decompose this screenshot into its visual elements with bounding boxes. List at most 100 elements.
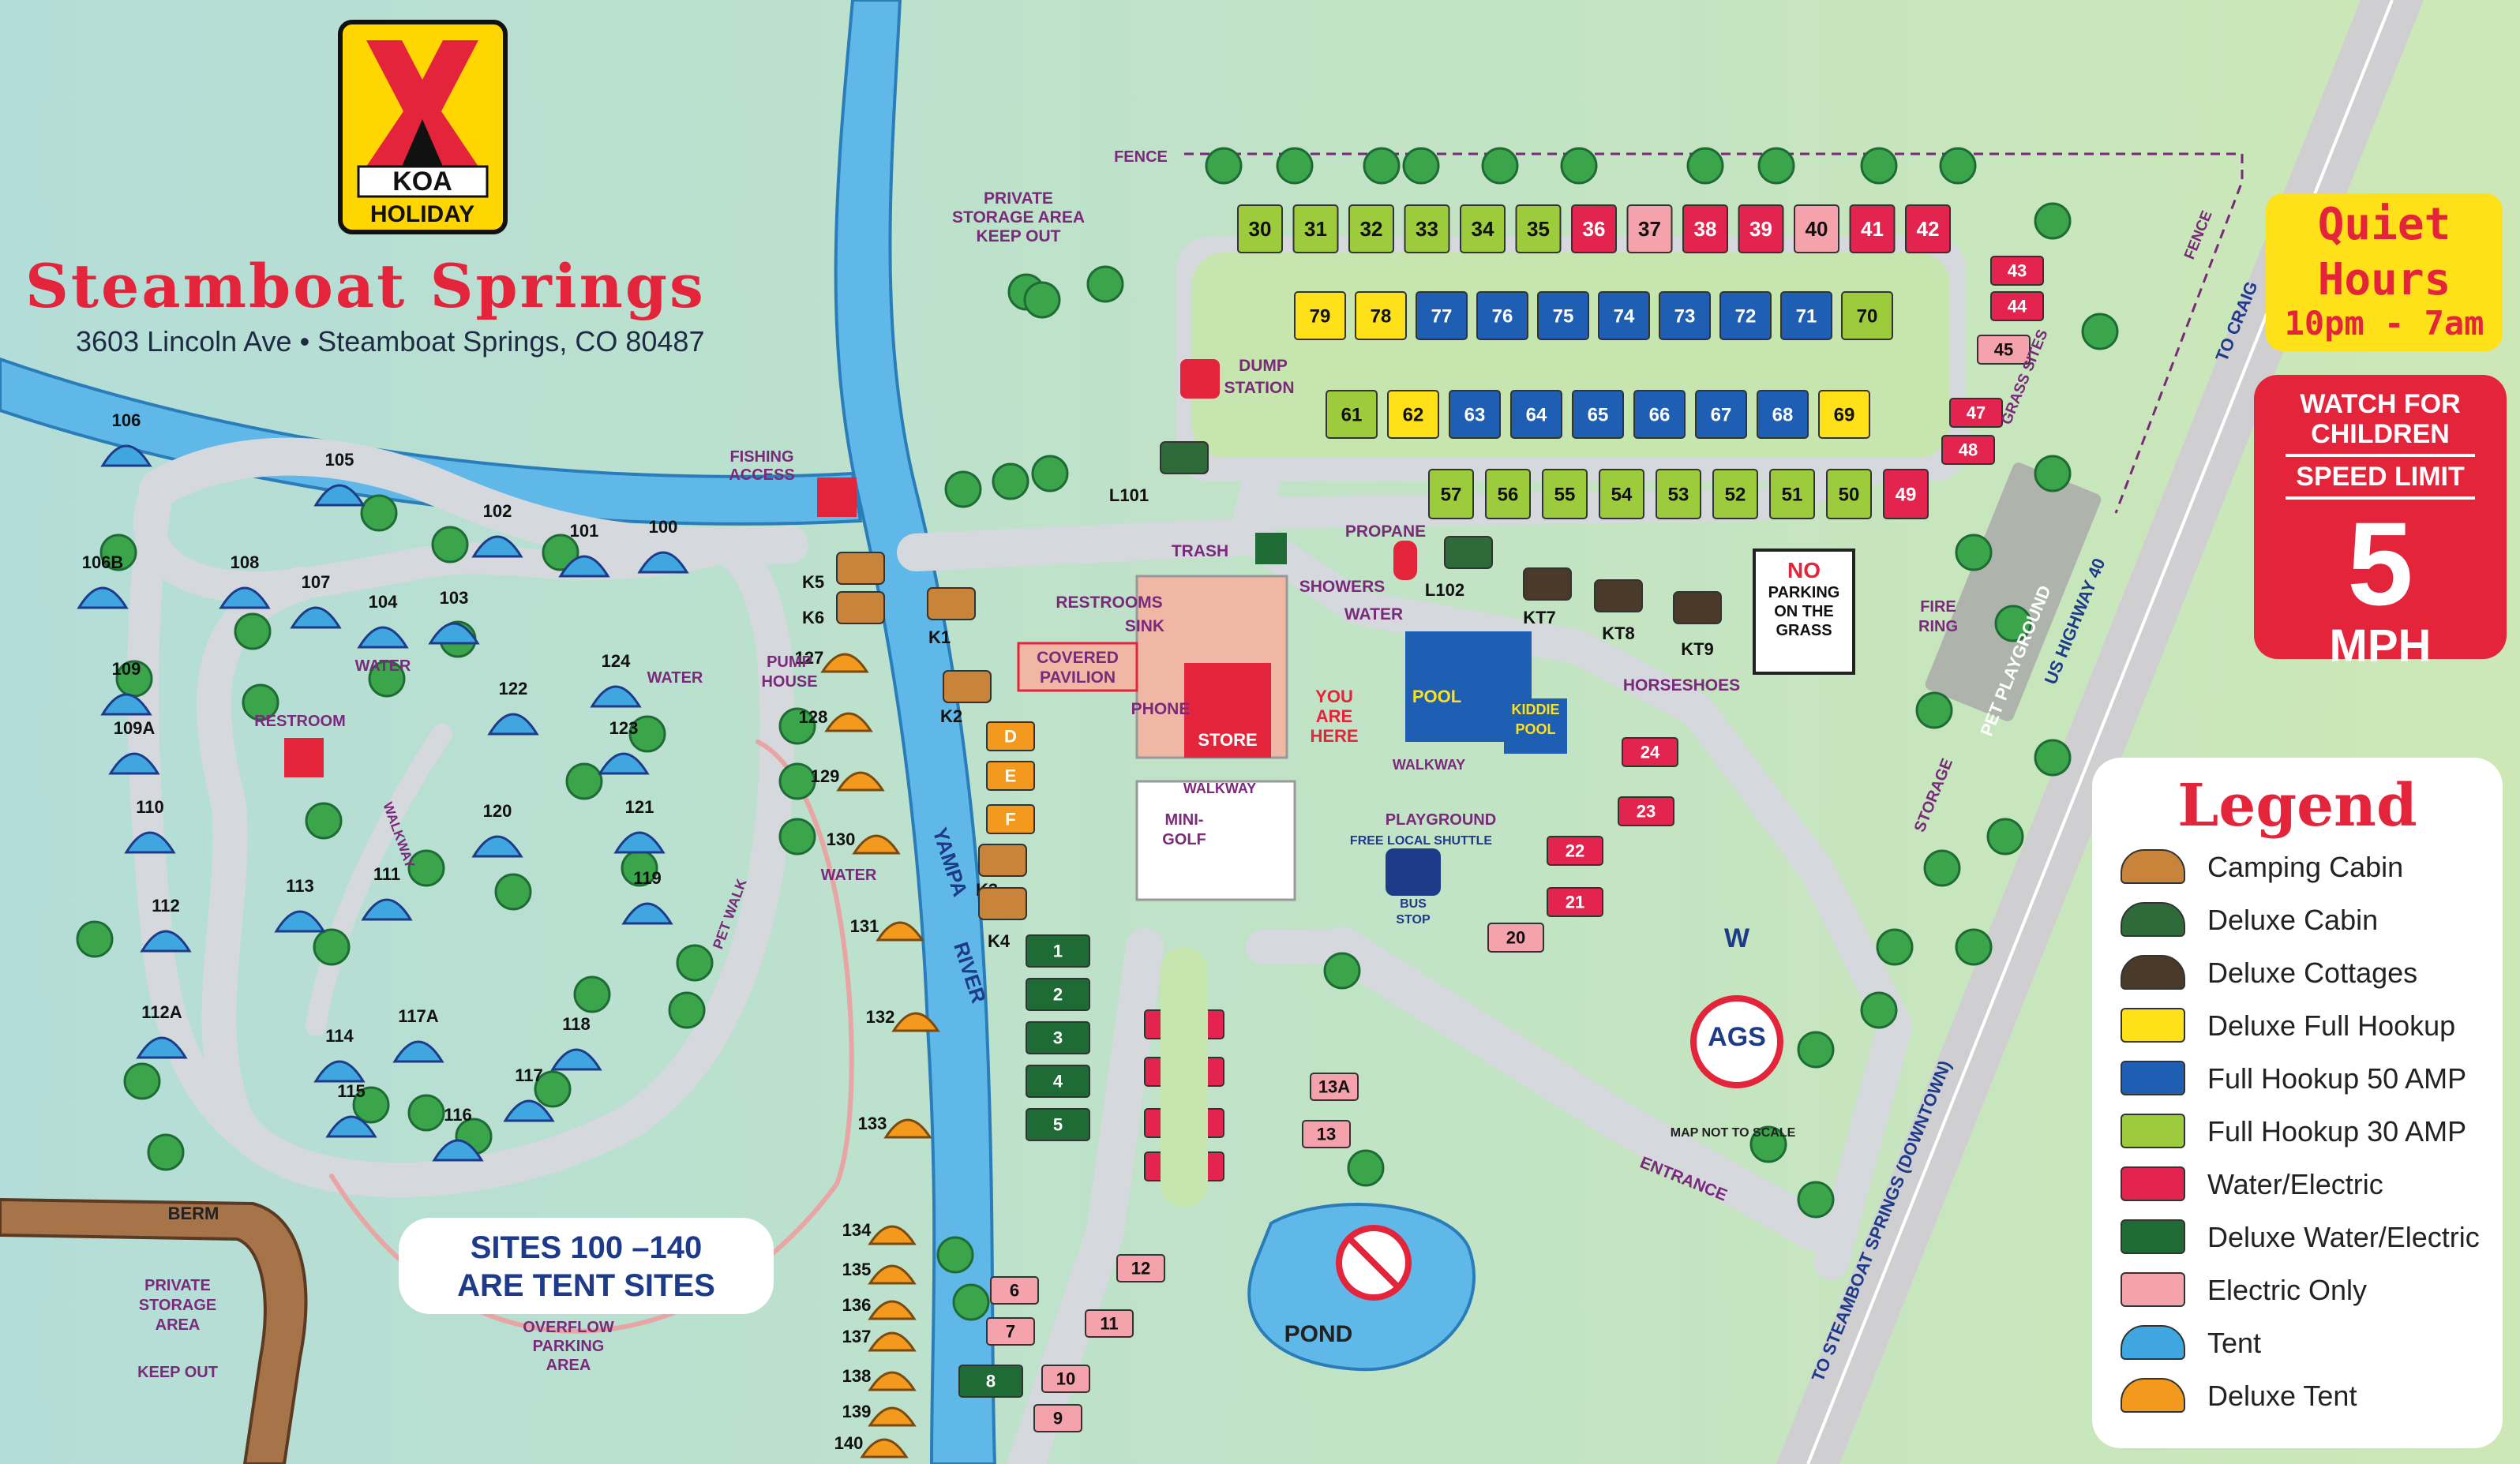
tent-109A[interactable] bbox=[108, 752, 160, 775]
site-32[interactable] bbox=[1348, 204, 1394, 253]
site-68[interactable] bbox=[1757, 390, 1809, 439]
site-51[interactable] bbox=[1769, 469, 1815, 519]
site-40[interactable] bbox=[1794, 204, 1839, 253]
deluxe-tent-138[interactable] bbox=[868, 1371, 917, 1391]
cabin-K3[interactable] bbox=[978, 844, 1027, 877]
site-71[interactable] bbox=[1780, 291, 1832, 340]
site-50[interactable] bbox=[1826, 469, 1872, 519]
site-23[interactable] bbox=[1618, 796, 1674, 826]
tent-120[interactable] bbox=[471, 835, 523, 858]
tent-101[interactable] bbox=[558, 555, 610, 578]
tent-122[interactable] bbox=[487, 713, 539, 736]
cabin-K6[interactable] bbox=[836, 591, 885, 624]
site-7[interactable] bbox=[986, 1317, 1035, 1346]
tent-123[interactable] bbox=[598, 752, 650, 775]
site-44[interactable] bbox=[1990, 291, 2044, 321]
tent-108[interactable] bbox=[219, 586, 271, 609]
site-4[interactable] bbox=[1026, 1065, 1090, 1098]
site-34[interactable] bbox=[1460, 204, 1506, 253]
site-12[interactable] bbox=[1116, 1254, 1165, 1282]
tent-102[interactable] bbox=[471, 535, 523, 558]
site-5[interactable] bbox=[1026, 1108, 1090, 1141]
deluxe-tent-132[interactable] bbox=[891, 1012, 940, 1032]
deluxe-tent-137[interactable] bbox=[868, 1331, 917, 1352]
deluxe-tent-139[interactable] bbox=[868, 1406, 917, 1427]
site-42[interactable] bbox=[1905, 204, 1951, 253]
site-24[interactable] bbox=[1622, 737, 1678, 767]
tent-109[interactable] bbox=[100, 693, 152, 716]
site-45[interactable] bbox=[1977, 335, 2031, 365]
tent-112A[interactable] bbox=[136, 1036, 188, 1059]
tent-110[interactable] bbox=[124, 831, 176, 854]
site-47[interactable] bbox=[1949, 398, 2003, 428]
site-D[interactable] bbox=[986, 721, 1035, 751]
site-11[interactable] bbox=[1085, 1309, 1134, 1338]
cabin-K1[interactable] bbox=[927, 587, 976, 620]
deluxe-tent-128[interactable] bbox=[824, 712, 873, 732]
site-66[interactable] bbox=[1633, 390, 1686, 439]
cabin-KT9[interactable] bbox=[1673, 591, 1722, 624]
store-building[interactable] bbox=[1184, 663, 1271, 758]
cabin-KT8[interactable] bbox=[1594, 579, 1643, 612]
cabin-KT7[interactable] bbox=[1523, 567, 1572, 601]
site-75[interactable] bbox=[1537, 291, 1589, 340]
cabin-L101[interactable] bbox=[1160, 441, 1209, 474]
site-78[interactable] bbox=[1355, 291, 1407, 340]
site-31[interactable] bbox=[1292, 204, 1339, 253]
deluxe-tent-140[interactable] bbox=[860, 1438, 909, 1458]
site-21[interactable] bbox=[1547, 887, 1603, 917]
site-43[interactable] bbox=[1990, 256, 2044, 286]
covered-pavilion[interactable] bbox=[1017, 642, 1138, 692]
site-13[interactable] bbox=[1302, 1120, 1351, 1148]
site-53[interactable] bbox=[1656, 469, 1701, 519]
deluxe-tent-134[interactable] bbox=[868, 1225, 917, 1245]
tent-115[interactable] bbox=[325, 1115, 377, 1138]
site-54[interactable] bbox=[1599, 469, 1644, 519]
site-38[interactable] bbox=[1682, 204, 1728, 253]
deluxe-tent-136[interactable] bbox=[868, 1300, 917, 1320]
site-41[interactable] bbox=[1849, 204, 1896, 253]
site-8[interactable] bbox=[958, 1365, 1023, 1398]
site-52[interactable] bbox=[1712, 469, 1758, 519]
mini-golf[interactable] bbox=[1135, 780, 1296, 901]
site-9[interactable] bbox=[1033, 1404, 1082, 1432]
site-62[interactable] bbox=[1387, 390, 1439, 439]
site-65[interactable] bbox=[1572, 390, 1624, 439]
tent-105[interactable] bbox=[313, 484, 366, 507]
site-35[interactable] bbox=[1515, 204, 1562, 253]
site-64[interactable] bbox=[1510, 390, 1562, 439]
site-36[interactable] bbox=[1571, 204, 1617, 253]
tent-111[interactable] bbox=[361, 898, 413, 921]
site-76[interactable] bbox=[1476, 291, 1528, 340]
site-77[interactable] bbox=[1416, 291, 1468, 340]
site-49[interactable] bbox=[1883, 469, 1929, 519]
tent-117A[interactable] bbox=[392, 1040, 444, 1063]
site-72[interactable] bbox=[1719, 291, 1772, 340]
site-61[interactable] bbox=[1326, 390, 1378, 439]
tent-107[interactable] bbox=[290, 606, 342, 629]
site-37[interactable] bbox=[1626, 204, 1673, 253]
site-22[interactable] bbox=[1547, 836, 1603, 866]
site-69[interactable] bbox=[1818, 390, 1870, 439]
deluxe-tent-131[interactable] bbox=[876, 921, 924, 942]
cabin-L102[interactable] bbox=[1444, 536, 1493, 569]
site-55[interactable] bbox=[1542, 469, 1588, 519]
site-57[interactable] bbox=[1428, 469, 1474, 519]
site-33[interactable] bbox=[1404, 204, 1450, 253]
site-6[interactable] bbox=[990, 1276, 1039, 1305]
tent-106B[interactable] bbox=[77, 586, 129, 609]
site-3[interactable] bbox=[1026, 1021, 1090, 1054]
site-1[interactable] bbox=[1026, 934, 1090, 968]
site-79[interactable] bbox=[1294, 291, 1346, 340]
deluxe-tent-127[interactable] bbox=[820, 653, 869, 673]
site-E[interactable] bbox=[986, 761, 1035, 791]
tent-119[interactable] bbox=[621, 902, 673, 925]
tent-117[interactable] bbox=[503, 1099, 555, 1122]
site-67[interactable] bbox=[1695, 390, 1747, 439]
site-74[interactable] bbox=[1598, 291, 1650, 340]
site-39[interactable] bbox=[1738, 204, 1784, 253]
tent-100[interactable] bbox=[637, 551, 689, 574]
tent-116[interactable] bbox=[432, 1139, 484, 1162]
site-56[interactable] bbox=[1485, 469, 1531, 519]
site-30[interactable] bbox=[1237, 204, 1283, 253]
